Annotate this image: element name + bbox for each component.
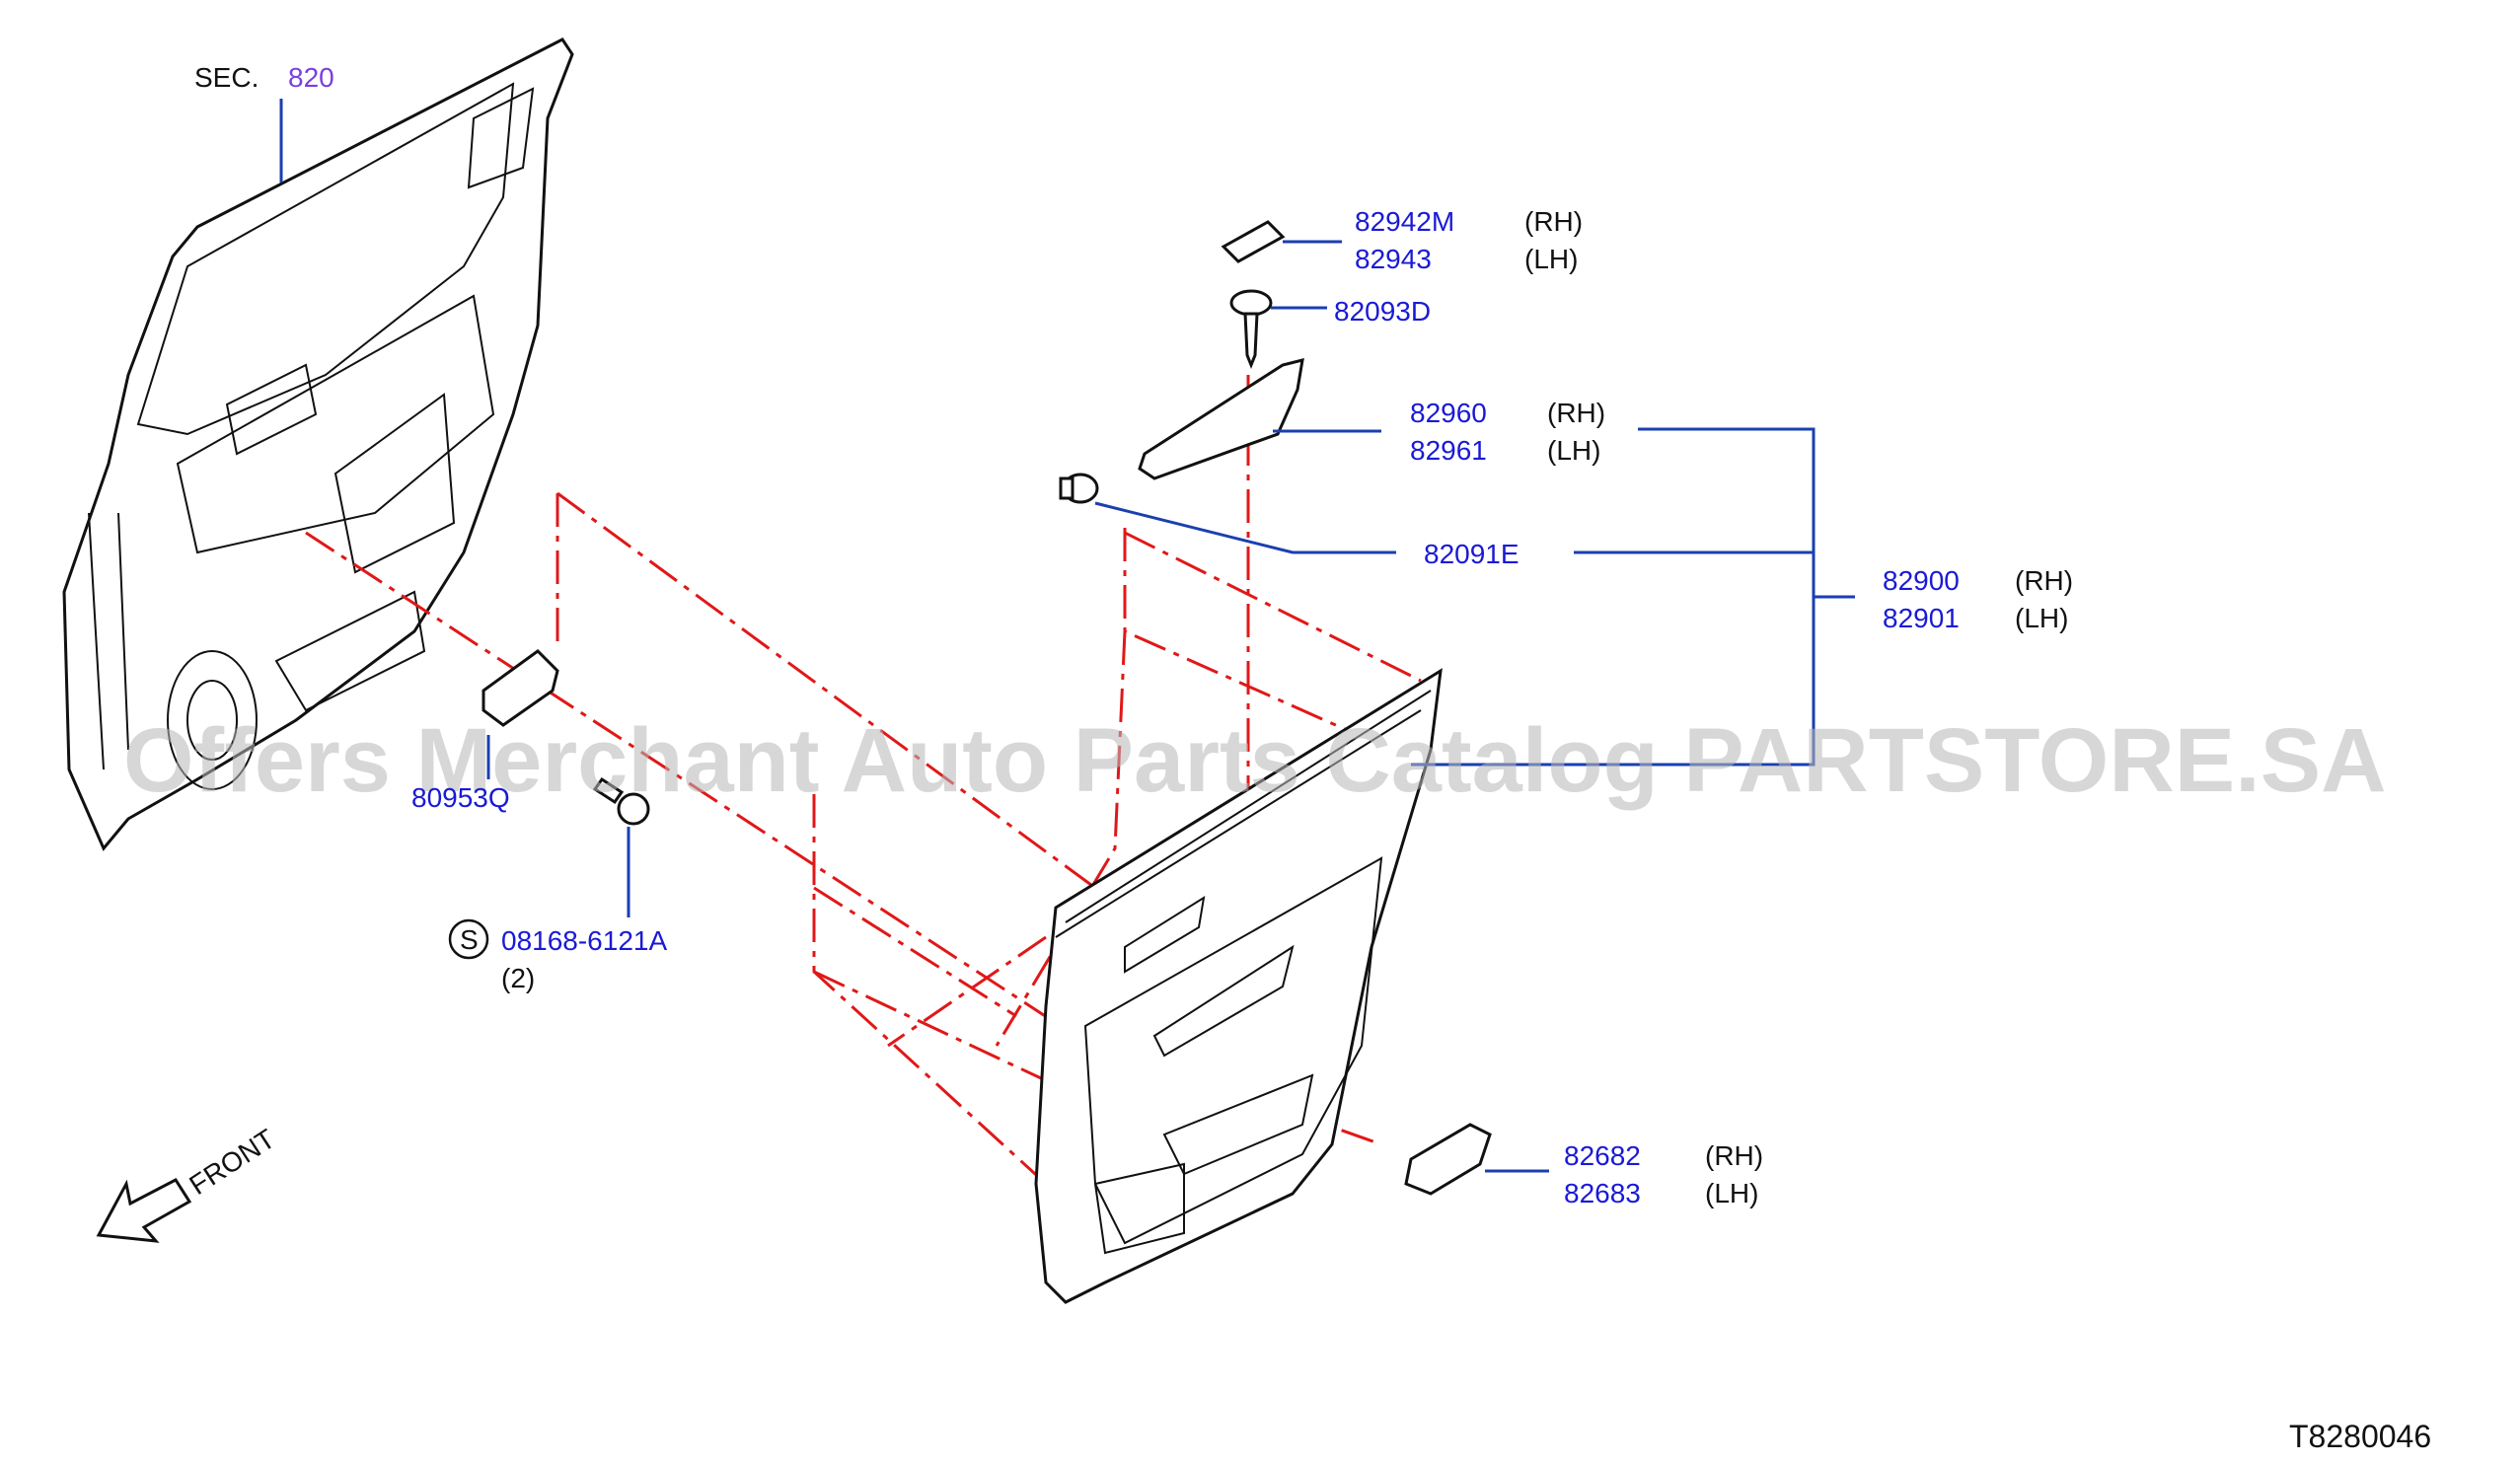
bolt-quantity: (2) xyxy=(501,963,535,993)
clip-part xyxy=(1059,473,1099,504)
clip-number[interactable]: 82091E xyxy=(1424,539,1519,569)
armrest-switch-lh-number[interactable]: 82961 xyxy=(1410,435,1487,466)
screw-number[interactable]: 82093D xyxy=(1334,296,1431,327)
escutcheon-lh-number[interactable]: 82683 xyxy=(1564,1178,1641,1208)
bolt-symbol-circle xyxy=(448,918,489,960)
armrest-switch-rh-number[interactable]: 82960 xyxy=(1410,398,1487,428)
finisher-assy-rh-number[interactable]: 82900 xyxy=(1883,565,1960,596)
escutcheon-rh-tag: (RH) xyxy=(1705,1140,1763,1171)
bracket-number[interactable]: 80953Q xyxy=(411,782,510,813)
finisher-assy-lh-tag: (LH) xyxy=(2015,603,2068,633)
door-finisher-panel xyxy=(1034,668,1443,1304)
finisher-cover-lh-number[interactable]: 82943 xyxy=(1355,244,1432,274)
armrest-switch-part xyxy=(1138,357,1304,480)
door-inner-panel xyxy=(62,37,574,851)
front-arrow-icon xyxy=(96,1178,192,1243)
finisher-cover-rh-number[interactable]: 82942M xyxy=(1355,206,1454,237)
watermark: Offers Merchant Auto Parts Catalog PARTS… xyxy=(123,710,2387,811)
finisher-assy-lh-number[interactable]: 82901 xyxy=(1883,603,1960,633)
finisher-assy-rh-tag: (RH) xyxy=(2015,565,2073,596)
escutcheon-rh-number[interactable]: 82682 xyxy=(1564,1140,1641,1171)
handle-escutcheon-part xyxy=(1404,1123,1492,1196)
leader-lines xyxy=(279,99,1855,1173)
section-prefix: SEC. xyxy=(194,62,259,93)
escutcheon-lh-tag: (LH) xyxy=(1705,1178,1758,1208)
armrest-switch-lh-tag: (LH) xyxy=(1547,435,1600,466)
bolt-part xyxy=(592,776,650,826)
section-number[interactable]: 820 xyxy=(288,62,334,93)
bolt-callout: S 08168-6121A (2) xyxy=(448,918,667,993)
bracket-part xyxy=(482,649,559,727)
finisher-cover-lh-tag: (LH) xyxy=(1524,244,1578,274)
finisher-cover-part xyxy=(1221,220,1286,263)
finisher-cover-rh-tag: (RH) xyxy=(1524,206,1583,237)
armrest-switch-rh-tag: (RH) xyxy=(1547,398,1605,428)
bolt-symbol: S xyxy=(460,924,479,955)
screw-part xyxy=(1229,289,1273,370)
bolt-number[interactable]: 08168-6121A xyxy=(501,925,667,956)
drawing-id: T8280046 xyxy=(2289,1419,2431,1454)
front-arrow: FRONT xyxy=(96,1124,280,1243)
front-label: FRONT xyxy=(184,1124,280,1202)
